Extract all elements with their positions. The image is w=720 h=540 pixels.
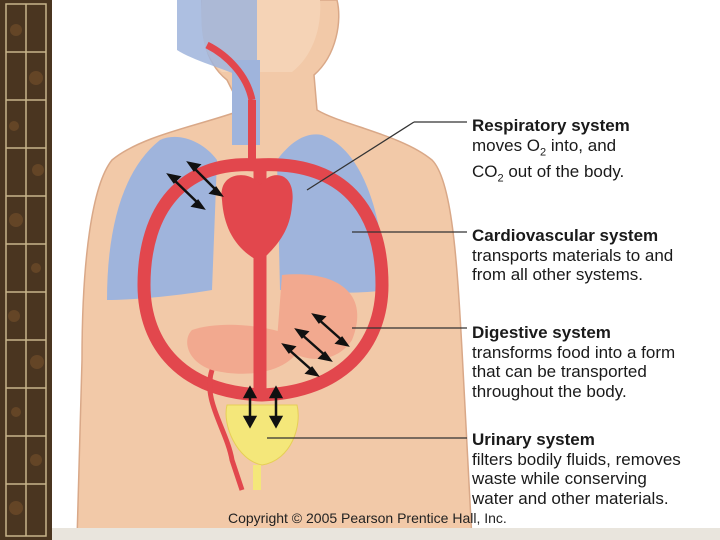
- label-respiratory: Respiratory system moves O2 into, and CO…: [472, 116, 630, 189]
- leader-respiratory: [306, 121, 415, 191]
- cardiovascular-desc-line1: transports materials to and: [472, 245, 674, 265]
- respiratory-desc-line2: CO2 out of the body.: [472, 162, 625, 185]
- cardiovascular-title: Cardiovascular system: [472, 226, 659, 245]
- label-cardiovascular: Cardiovascular system transports materia…: [472, 226, 673, 285]
- body-systems-diagram: Respiratory system moves O2 into, and CO…: [52, 0, 720, 540]
- urinary-desc-line3: water and other materials.: [472, 488, 669, 508]
- bottom-bar: [52, 528, 720, 540]
- ureter: [207, 369, 245, 491]
- urinary-desc-line1: filters bodily fluids, removes: [472, 449, 681, 469]
- respiratory-desc-line1: moves O2 into, and: [472, 135, 617, 158]
- body-silhouette: [76, 0, 473, 540]
- digestive-desc-line3: throughout the body.: [472, 381, 627, 401]
- copyright-notice: Copyright © 2005 Pearson Prentice Hall, …: [228, 510, 507, 526]
- decorative-border: [0, 0, 52, 540]
- cardiovascular-desc-line2: from all other systems.: [472, 265, 643, 284]
- digestive-desc-line2: that can be transported: [472, 362, 647, 381]
- urinary-desc-line2: waste while conserving: [472, 469, 647, 488]
- vessel-loop: [137, 158, 389, 402]
- label-digestive: Digestive system transforms food into a …: [472, 323, 675, 401]
- label-urinary: Urinary system filters bodily fluids, re…: [472, 430, 681, 508]
- digestive-title: Digestive system: [472, 323, 611, 342]
- heart: [221, 175, 293, 262]
- urinary-title: Urinary system: [472, 430, 595, 449]
- respiratory-title: Respiratory system: [472, 116, 630, 135]
- intestine: [187, 324, 302, 374]
- digestive-desc-line1: transforms food into a form: [472, 342, 676, 362]
